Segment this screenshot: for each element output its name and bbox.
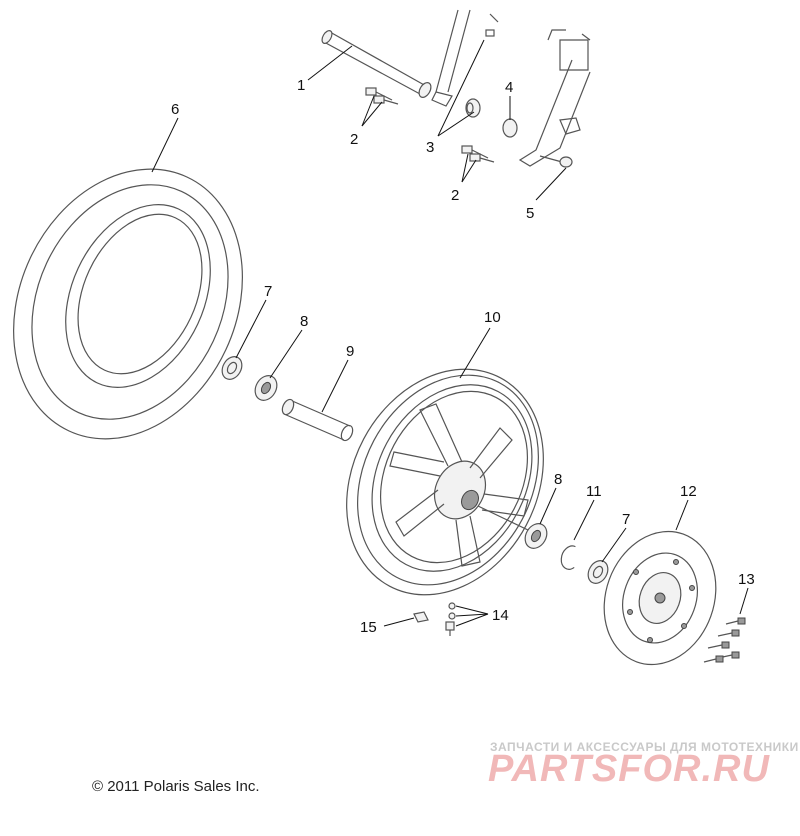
valve-parts xyxy=(445,602,456,636)
bearing-left xyxy=(254,375,278,401)
axle xyxy=(321,30,432,98)
pinch-bolt xyxy=(539,155,573,168)
callout-2-lower: 2 xyxy=(451,187,459,204)
balance-weight xyxy=(413,611,429,623)
callout-9: 9 xyxy=(346,343,354,360)
leader-lines xyxy=(151,39,749,627)
callout-7-right: 7 xyxy=(622,511,630,528)
callout-7-left: 7 xyxy=(264,283,272,300)
callout-15: 15 xyxy=(360,619,377,636)
callout-11: 11 xyxy=(586,483,602,500)
seal-right xyxy=(587,560,609,584)
callout-6: 6 xyxy=(171,101,179,118)
watermark-brand: PARTSFOR.RU xyxy=(488,748,770,790)
watermark-tagline: ЗАПЧАСТИ И АКСЕССУАРЫ ДЛЯ МОТОТЕХНИКИ xyxy=(490,740,799,754)
hub-spacer-tube xyxy=(281,398,354,442)
callout-12: 12 xyxy=(680,483,697,500)
fork-leg-left xyxy=(431,9,499,107)
callout-14: 14 xyxy=(492,607,509,624)
circlip xyxy=(560,545,576,570)
callout-2-upper: 2 xyxy=(350,131,358,148)
bolt-pair-lower xyxy=(461,145,495,163)
tire xyxy=(13,168,243,440)
callout-3: 3 xyxy=(426,139,434,156)
spacer-right xyxy=(502,118,518,138)
disc-bolts xyxy=(703,617,746,663)
callout-13: 13 xyxy=(738,571,755,588)
bolt-pair-upper xyxy=(365,87,399,105)
axle-spacer xyxy=(465,98,481,118)
fork-leg-right xyxy=(518,29,591,167)
callout-labels: 1 2 3 4 2 5 6 7 8 9 10 8 11 7 12 13 14 1… xyxy=(171,77,755,636)
brake-disc xyxy=(603,530,717,666)
copyright-notice: © 2011 Polaris Sales Inc. xyxy=(92,778,260,795)
callout-10: 10 xyxy=(484,309,501,326)
callout-8-right: 8 xyxy=(554,471,562,488)
bearing-right xyxy=(477,505,548,549)
callout-8-left: 8 xyxy=(300,313,308,330)
callout-1: 1 xyxy=(297,77,305,94)
seal-left xyxy=(221,356,243,380)
wheel-rim xyxy=(346,368,544,596)
callout-5: 5 xyxy=(526,205,534,222)
callout-4: 4 xyxy=(505,79,513,96)
